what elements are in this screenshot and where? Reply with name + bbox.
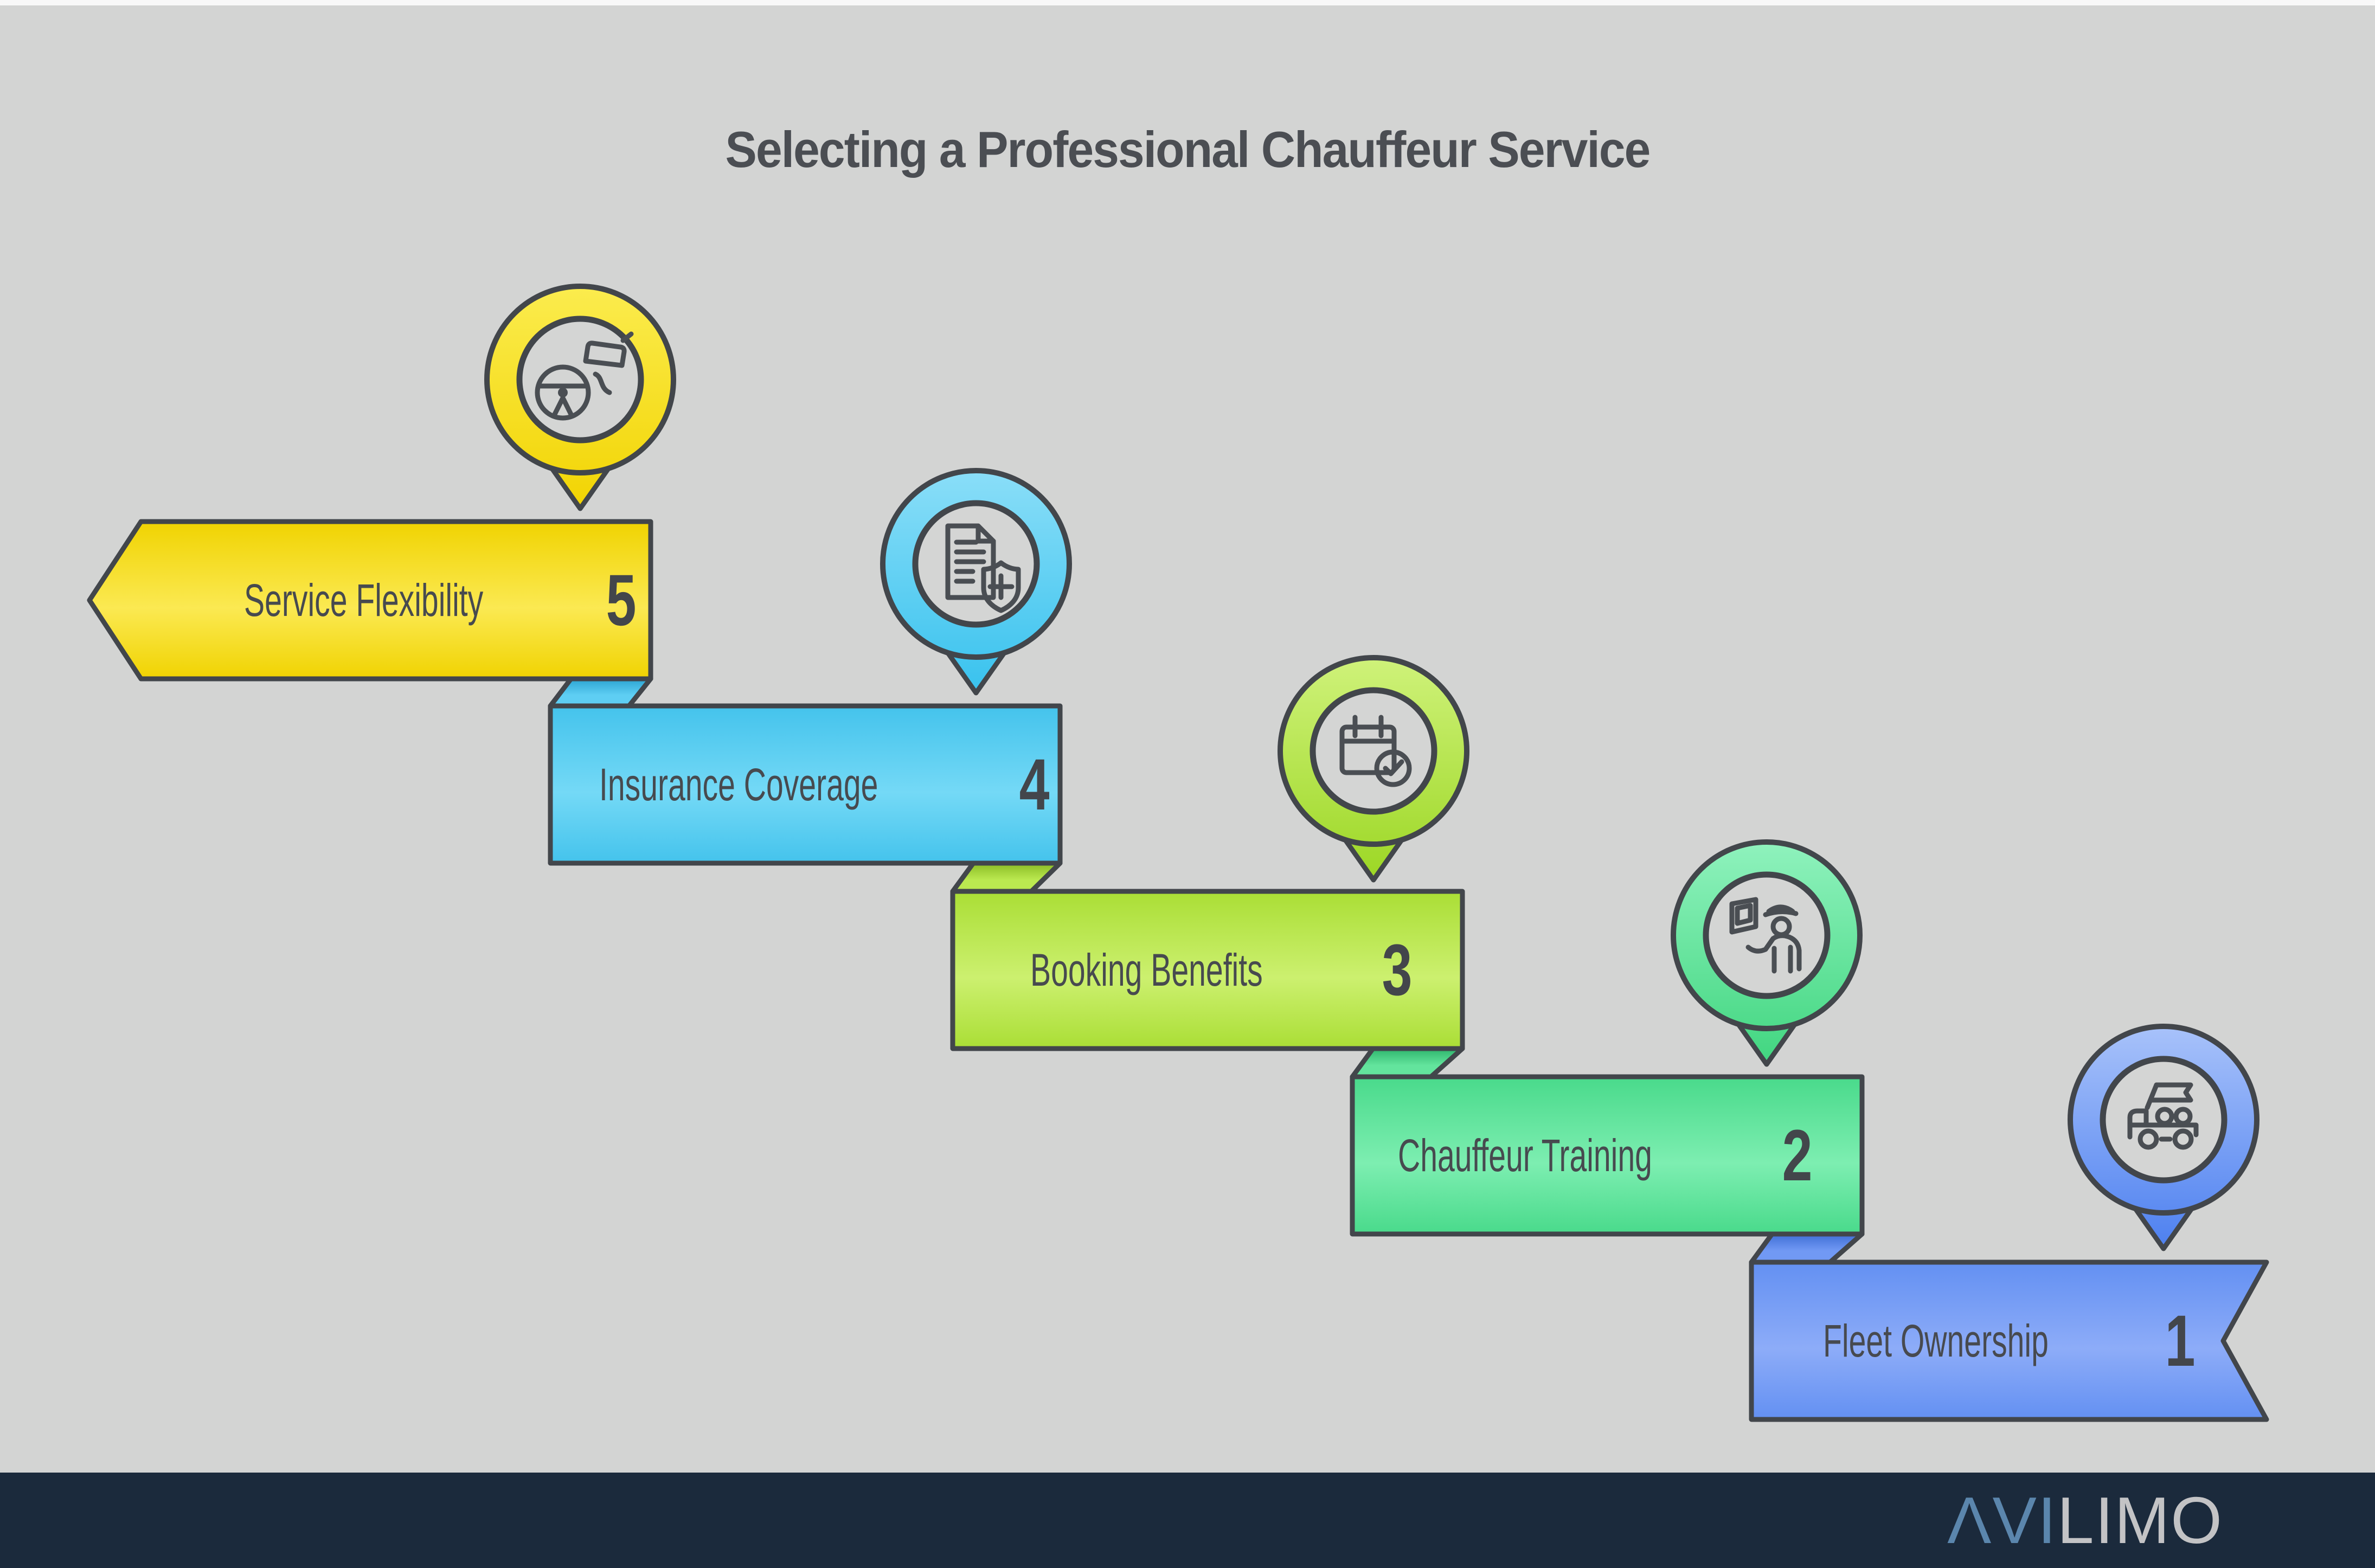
pin-marker-1	[2068, 1024, 2260, 1251]
footer-bar: ΛVILIMO	[0, 1473, 2375, 1568]
step-banner-4	[548, 703, 1063, 866]
brand-logo-prefix: ΛVI	[1947, 1483, 2057, 1557]
step-banner-1	[1749, 1259, 2269, 1422]
pin-marker-3	[1278, 655, 1469, 883]
pin-marker-2	[1671, 839, 1863, 1067]
brand-logo-suffix: LIMO	[2057, 1483, 2223, 1557]
step-banner-5	[87, 519, 653, 682]
page-title: Selecting a Professional Chauffeur Servi…	[725, 121, 1651, 178]
ribbon-connector-3-2	[1350, 1046, 1465, 1079]
step-banner-3	[950, 889, 1465, 1051]
insured-document-icon	[945, 523, 1021, 613]
calendar-check-icon	[1339, 715, 1412, 787]
ribbon-connector-5-4	[548, 676, 653, 709]
car-carrier-flag-icon	[2127, 1082, 2199, 1150]
top-strip	[0, 0, 2375, 5]
ribbon-connector-2-1	[1749, 1231, 1865, 1265]
steering-wheel-door-icon	[535, 331, 634, 421]
step-banner-2	[1350, 1074, 1865, 1237]
ribbon-connector-4-3	[950, 860, 1063, 894]
pin-marker-5	[484, 284, 676, 511]
chauffeur-door-icon	[1729, 897, 1802, 974]
pin-marker-4	[880, 468, 1072, 696]
brand-logo: ΛVILIMO	[1947, 1482, 2223, 1558]
